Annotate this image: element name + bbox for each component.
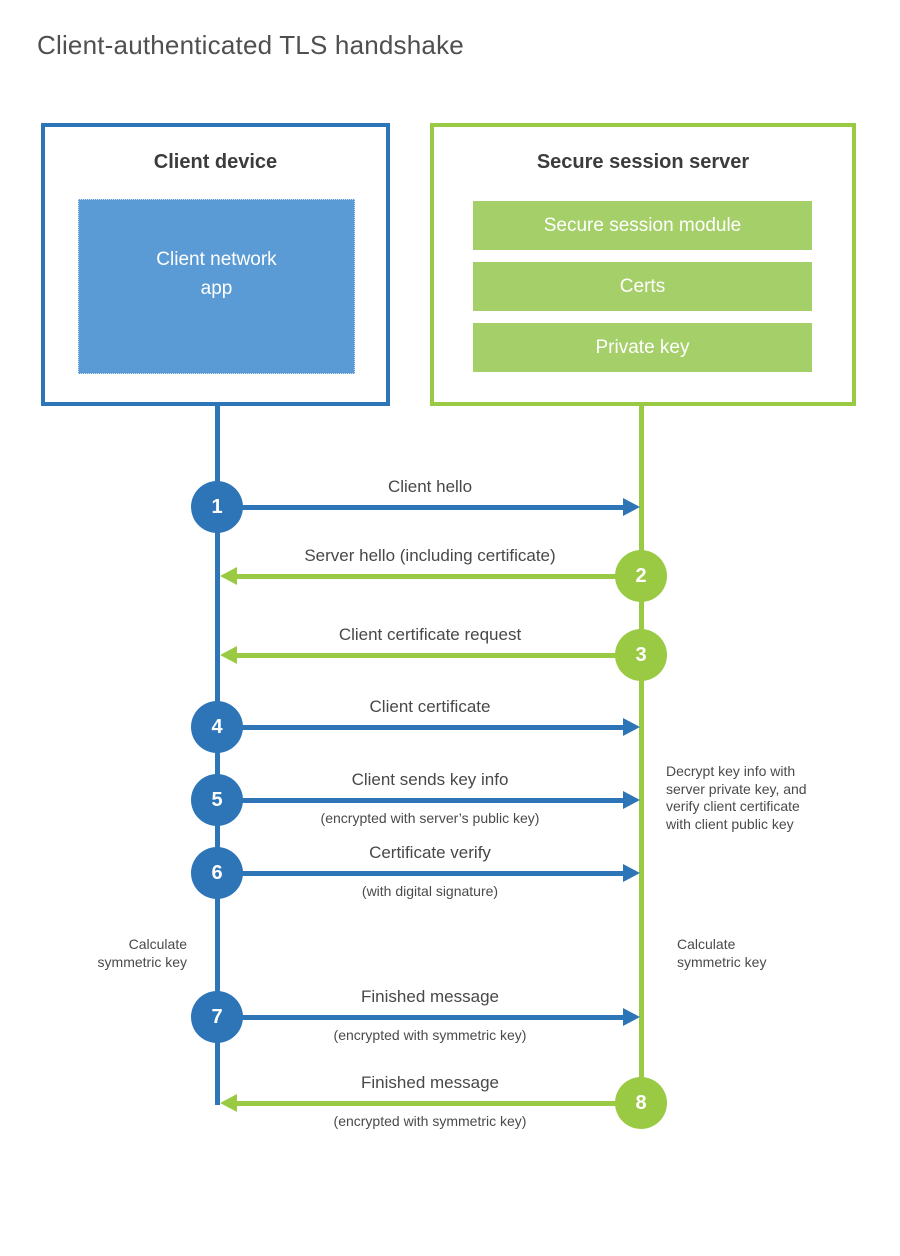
step-6-label: Certificate verify (369, 843, 491, 862)
client-network-app-box: Client network app (78, 199, 355, 374)
step-5-sublabel: (encrypted with server’s public key) (320, 810, 540, 826)
step-8-arrow-line (236, 1101, 641, 1106)
step-4-circle: 4 (191, 701, 243, 753)
step-2-arrow-line (236, 574, 641, 579)
server-module-private-key: Private key (473, 323, 812, 372)
secure-session-server-box: Secure session server Secure session mod… (430, 123, 856, 406)
step-1-arrow-line (219, 505, 623, 510)
step-7-label: Finished message (361, 987, 499, 1006)
step-3-circle: 3 (615, 629, 667, 681)
server-module-secure-session: Secure session module (473, 201, 812, 250)
step-7-sublabel: (encrypted with symmetric key) (333, 1027, 527, 1043)
page-title: Client-authenticated TLS handshake (37, 30, 464, 60)
step-3-arrow-line (236, 653, 641, 658)
step-8-circle: 8 (615, 1077, 667, 1129)
step-6-sublabel: (with digital signature) (361, 883, 499, 899)
client-device-title: Client device (153, 151, 278, 173)
step-3-label: Client certificate request (338, 625, 522, 644)
step-1-label: Client hello (387, 477, 473, 496)
step-8-label: Finished message (361, 1073, 499, 1092)
step-4-arrow-head-right-icon (623, 718, 640, 736)
step-8-sublabel: (encrypted with symmetric key) (333, 1113, 527, 1129)
step-4-label: Client certificate (369, 697, 491, 716)
step-4-arrow-line (219, 725, 623, 730)
step-5-circle: 5 (191, 774, 243, 826)
step-6-arrow-line (219, 871, 623, 876)
step-3-arrow-head-left-icon (220, 646, 237, 664)
step-5-arrow-head-right-icon (623, 791, 640, 809)
step-6-arrow-head-right-icon (623, 864, 640, 882)
server-module-certs: Certs (473, 262, 812, 311)
step-8-arrow-head-left-icon (220, 1094, 237, 1112)
step-5-arrow-line (219, 798, 623, 803)
step-1-arrow-head-right-icon (623, 498, 640, 516)
step-6-circle: 6 (191, 847, 243, 899)
step-2-label: Server hello (including certificate) (304, 546, 556, 565)
step-2-arrow-head-left-icon (220, 567, 237, 585)
step-7-circle: 7 (191, 991, 243, 1043)
client-calculate-symmetric-key-note: Calculate symmetric key (97, 936, 187, 970)
client-device-box: Client device Client network app (41, 123, 390, 406)
step-7-arrow-head-right-icon (623, 1008, 640, 1026)
step-1-circle: 1 (191, 481, 243, 533)
server-calculate-symmetric-key-note: Calculate symmetric key (677, 936, 767, 970)
step-7-arrow-line (219, 1015, 623, 1020)
step-2-circle: 2 (615, 550, 667, 602)
client-lifeline (215, 405, 220, 1105)
step-5-label: Client sends key info (351, 770, 509, 789)
server-lifeline (639, 405, 644, 1104)
secure-session-server-title: Secure session server (536, 151, 750, 173)
server-decrypt-note: Decrypt key info with server private key… (666, 763, 807, 832)
